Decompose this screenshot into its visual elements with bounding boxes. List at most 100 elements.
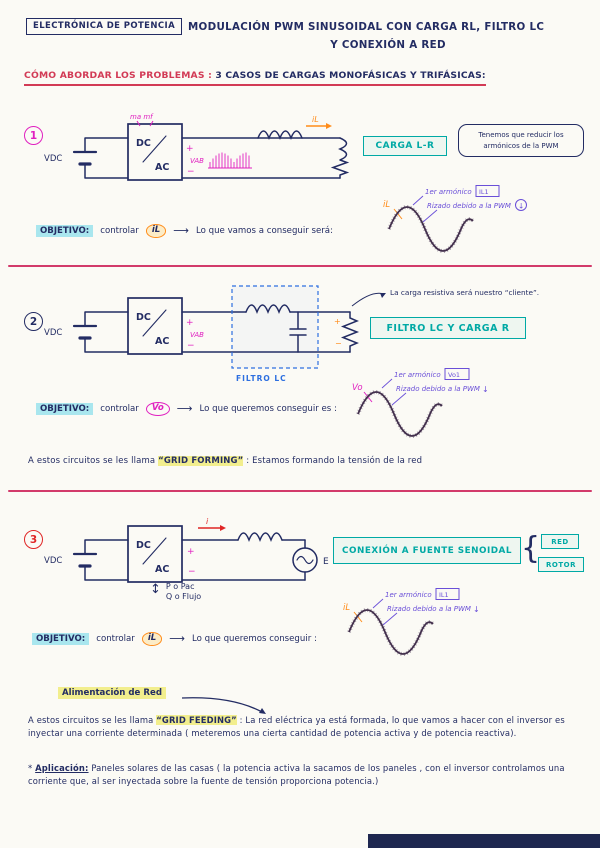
wave-harmonic-label: 1er armónico [425,188,472,196]
resistor-load [340,311,360,353]
source-label: E [323,557,329,567]
terminal-plus: + [187,547,195,557]
converter-box [127,123,183,181]
objetivo-row-3: OBJETIVO: controlar iL ⟶ Lo que queremos… [32,632,317,646]
brace-icon: { [521,531,541,566]
circuit-1-wires [84,137,341,179]
feed-note: Alimentación de Red [58,687,166,699]
case-1-note: Tenemos que reducir los armónicos de la … [458,124,584,157]
waveform-sketch-3: iL 1er armónico IL1 Rizado debido a la P… [343,588,480,656]
grid-feeding-post: : La red eléctrica ya está formada, lo q… [28,715,565,739]
long-arrow-icon: ⟶ [176,402,193,416]
objetivo-rest: Lo que vamos a conseguir será: [196,225,333,236]
section-2-number: 2 [24,312,43,331]
objetivo-label: OBJETIVO: [36,402,94,415]
down-arrow-icon: ↓ [482,385,489,394]
section-1-number: 1 [24,126,43,145]
grid-forming-pre: A estos circuitos se les llama [28,456,156,466]
application-text: Paneles solares de las casas ( la potenc… [28,763,565,787]
objetivo-row-1: OBJETIVO: controlar iL ⟶ Lo que vamos a … [36,224,333,238]
long-arrow-icon: ⟶ [169,632,186,646]
circuit-1: VDC DC AC ma mf + VAB − iL [44,113,350,181]
section-divider-2 [8,490,592,493]
client-note-arrow [380,293,386,298]
subtitle-rest: 3 CASOS DE CARGAS MONOFÁSICAS Y TRIFÁSIC… [215,70,486,81]
objetivo-variable: iL [145,224,167,238]
long-arrow-icon: ⟶ [173,224,190,238]
waveform-sketch-1: iL 1er armónico IL1 Rizado debido a la P… [383,185,527,253]
tag-red: RED [541,534,579,549]
wave-harmonic-label: 1er armónico [385,591,432,599]
converter-ac-label: AC [155,336,169,347]
waveform-sketch-2: Vo 1er armónico Vo1 Rizado debido a la P… [352,368,489,438]
p-line: P o Pac [165,582,195,591]
grid-feeding-paragraph: A estos circuitos se les llama “GRID FEE… [28,714,578,741]
vab-minus: − [187,167,195,177]
section-divider-1 [8,265,592,268]
application-label: Aplicación: [35,763,89,773]
ma-mf-label: ma mf [130,113,154,121]
wave-ripple-label: Rizado debido a la PWM [396,385,480,393]
objetivo-variable: iL [141,632,163,646]
page-title-line1: MODULACIÓN PWM SINUSOIDAL CON CARGA RL, … [188,21,545,33]
series-inductor [257,130,303,141]
application-paragraph: * Aplicación: Paneles solares de las cas… [28,762,578,789]
course-badge: ELECTRÓNICA DE POTENCIA [26,18,183,35]
converter-ac-label: AC [155,162,169,173]
il-label: iL [312,115,319,124]
pq-annotation: ↕ P o Pac Q o Flujo [150,582,201,601]
wave-signal-label: Vo [352,383,363,393]
objetivo-rest: Lo que queremos conseguir es : [199,403,337,414]
page-title-line2: Y CONEXIÓN A RED [330,39,446,51]
wave-ripple-label: Rizado debido a la PWM [387,605,471,613]
sine-curve [357,391,443,437]
converter-dc-label: DC [136,138,151,149]
case-2-label-box: FILTRO LC Y CARGA R [370,317,526,339]
grid-feeding-term: “GRID FEEDING” [156,715,237,725]
sine-curve [388,206,474,252]
objetivo-verb: controlar [100,403,139,414]
tag-rotor: ROTOR [538,557,584,572]
circuit-2: VDC DC AC + VAB − FILTRO LC + − [44,285,386,383]
wave-ripple-label: Rizado debido a la PWM [427,202,511,210]
vdc-label: VDC [44,556,62,566]
q-line: Q o Flujo [165,592,202,601]
circuit-3: VDC DC AC + − i E [44,517,329,583]
down-arrow-icon: ↓ [473,605,480,614]
star-icon: * [28,763,33,773]
bottom-bar [368,834,600,848]
vab-label: VAB [190,157,204,165]
converter-box [127,525,183,583]
circuit-2-wires [84,311,351,353]
objetivo-row-2: OBJETIVO: controlar Vo ⟶ Lo que queremos… [36,402,337,416]
case-1-label-box: CARGA L-R [363,136,447,156]
vab-label: VAB [190,331,204,339]
terminal-minus: − [188,567,196,577]
current-arrow [326,123,332,129]
filter-label: FILTRO LC [236,374,287,383]
wave-harmonic-tag: IL1 [439,591,449,599]
series-inductor [237,532,283,543]
load-minus: − [335,339,342,348]
feed-note-arrow [181,697,266,714]
grid-forming-term: “GRID FORMING” [158,456,244,466]
vab-minus: − [187,341,195,351]
feed-note-label: Alimentación de Red [58,687,166,699]
subtitle-label: CÓMO ABORDAR LOS PROBLEMAS : [24,70,212,81]
objetivo-rest: Lo que queremos conseguir : [192,633,317,644]
filter-capacitor [289,311,307,353]
objetivo-verb: controlar [96,633,135,644]
i-label: i [206,517,209,526]
objetivo-label: OBJETIVO: [36,224,94,237]
objetivo-verb: controlar [100,225,139,236]
client-note: La carga resistiva será nuestro “cliente… [390,288,540,297]
current-arrow [220,525,226,531]
grid-forming-line: A estos circuitos se les llama “GRID FOR… [28,455,588,468]
vab-plus: + [186,318,194,328]
wave-harmonic-tag: Vo1 [448,371,460,379]
converter-dc-label: DC [136,312,151,323]
objetivo-label: OBJETIVO: [32,632,90,645]
vdc-label: VDC [44,328,62,338]
down-arrow-icon: ↓ [518,202,524,211]
